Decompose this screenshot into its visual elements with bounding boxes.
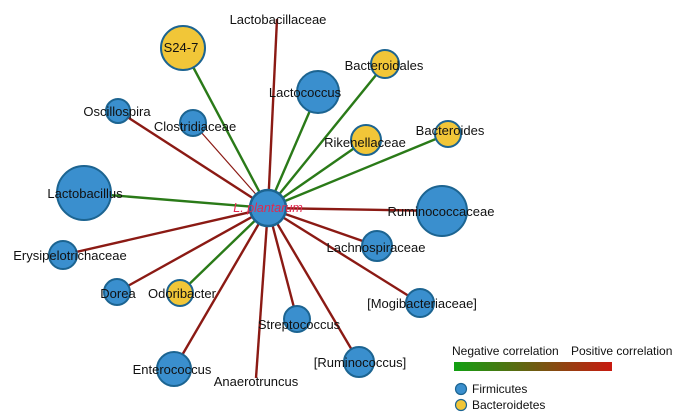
node-label-lachnospiraceae: Lachnospiraceae <box>326 240 425 255</box>
edge-lactobacillaceae <box>266 18 279 209</box>
node-label-bacteroides: Bacteroides <box>416 123 485 138</box>
edge-anaerotruncus <box>254 207 270 379</box>
node-label-lactobacillus: Lactobacillus <box>47 186 123 201</box>
node-clostridiaceae[interactable] <box>179 109 207 137</box>
node-label-lactococcus: Lactococcus <box>269 85 342 100</box>
center-label: L. plantarum <box>233 201 302 215</box>
legend-bacteroidetes-label: Bacteroidetes <box>472 398 545 412</box>
edge-enterococcus <box>172 207 270 370</box>
node-label-clostridiaceae: Clostridiaceae <box>154 119 236 134</box>
node-label-rikenellaceae: Rikenellaceae <box>324 135 406 150</box>
edge-bacteroides <box>267 132 449 210</box>
node-label-streptococcus: Streptococcus <box>258 317 341 332</box>
node-label-lactobacillaceae: Lactobacillaceae <box>230 12 327 27</box>
node-lactococcus[interactable] <box>296 70 340 114</box>
node-label-dorea: Dorea <box>100 286 136 301</box>
node-label-ruminococcaceae: Ruminococcaceae <box>388 204 495 219</box>
node-s24-7[interactable] <box>160 25 206 71</box>
legend-firmicutes-label: Firmicutes <box>472 382 527 396</box>
node-enterococcus[interactable] <box>156 351 192 387</box>
edge-oscillospira <box>117 109 269 210</box>
node-mogibacteriaceae[interactable] <box>405 288 435 318</box>
node-label-odoribacter: Odoribacter <box>148 286 217 301</box>
edge-rikenellaceae <box>267 139 367 209</box>
node-ruminococcaceae[interactable] <box>416 185 468 237</box>
edge-s24-7 <box>181 47 270 209</box>
node-label-ruminococcus: [Ruminococcus] <box>314 355 406 370</box>
node-layer <box>48 25 468 387</box>
edge-bacteroidales <box>267 63 386 209</box>
node-streptococcus[interactable] <box>283 305 311 333</box>
node-lachnospiraceae[interactable] <box>361 230 393 262</box>
node-label-mogibacteriaceae: [Mogibacteriaceae] <box>367 296 477 311</box>
node-label-anaerotruncus: Anaerotruncus <box>214 374 299 389</box>
node-bacteroides[interactable] <box>434 120 462 148</box>
center-node-lplantarum[interactable] <box>248 188 288 228</box>
legend-positive-label: Positive correlation <box>571 344 672 358</box>
edge-dorea <box>116 206 269 294</box>
legend-firmicutes-swatch <box>454 382 468 396</box>
node-oscillospira[interactable] <box>105 98 131 124</box>
edge-ruminococcaceae <box>267 206 443 213</box>
label-layer: LactobacillaceaeS24-7BacteroidalesLactoc… <box>13 12 494 389</box>
node-odoribacter[interactable] <box>166 279 194 307</box>
edge-mogibacteriaceae <box>267 206 421 305</box>
node-bacteroidales[interactable] <box>370 49 400 79</box>
legend-bacteroidetes-swatch <box>454 398 468 412</box>
edge-odoribacter <box>179 207 269 294</box>
edge-ruminococcus <box>266 207 361 363</box>
node-erysipelotrichaceae[interactable] <box>48 240 78 270</box>
node-rikenellaceae[interactable] <box>350 124 382 156</box>
edge-erysipelotrichaceae <box>62 206 269 257</box>
node-dorea[interactable] <box>103 278 131 306</box>
node-label-bacteroidales: Bacteroidales <box>345 58 424 73</box>
legend-correlation-gradient <box>454 362 612 371</box>
legend-negative-label: Negative correlation <box>452 344 559 358</box>
node-lactobacillus[interactable] <box>56 165 112 221</box>
edge-lactobacillus <box>83 191 269 210</box>
node-label-oscillospira: Oscillospira <box>83 104 151 119</box>
node-ruminococcus[interactable] <box>343 346 375 378</box>
legend: Negative correlation Positive correlatio… <box>452 344 672 412</box>
node-label-erysipelotrichaceae: Erysipelotrichaceae <box>13 248 126 263</box>
node-label-enterococcus: Enterococcus <box>133 362 212 377</box>
node-label-s24-7: S24-7 <box>164 40 199 55</box>
